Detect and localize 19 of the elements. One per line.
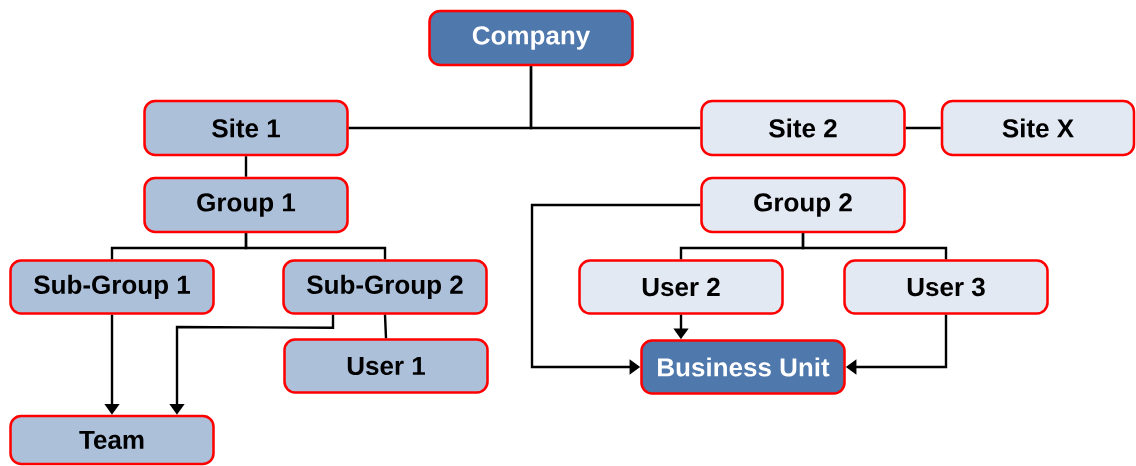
org-box: Team (9, 414, 215, 466)
org-box: Group 1 (143, 176, 349, 234)
connector-line (383, 314, 388, 339)
org-box: Sub-Group 1 (9, 259, 215, 315)
org-box: User 3 (843, 259, 1049, 315)
connector-line (905, 126, 941, 130)
connector-line (529, 66, 701, 130)
org-box: Group 2 (700, 176, 906, 234)
org-box: Site X (940, 99, 1136, 157)
connector-line (244, 233, 387, 260)
org-box: Sub-Group 2 (282, 259, 488, 315)
org-box: User 2 (578, 259, 784, 315)
connector-line (244, 156, 248, 177)
connector-line (801, 233, 948, 260)
org-box: User 1 (283, 338, 489, 394)
org-box: Business Unit (640, 339, 846, 395)
org-box: Site 2 (700, 99, 906, 157)
org-box: Site 1 (143, 99, 349, 157)
org-box: Company (428, 9, 634, 67)
